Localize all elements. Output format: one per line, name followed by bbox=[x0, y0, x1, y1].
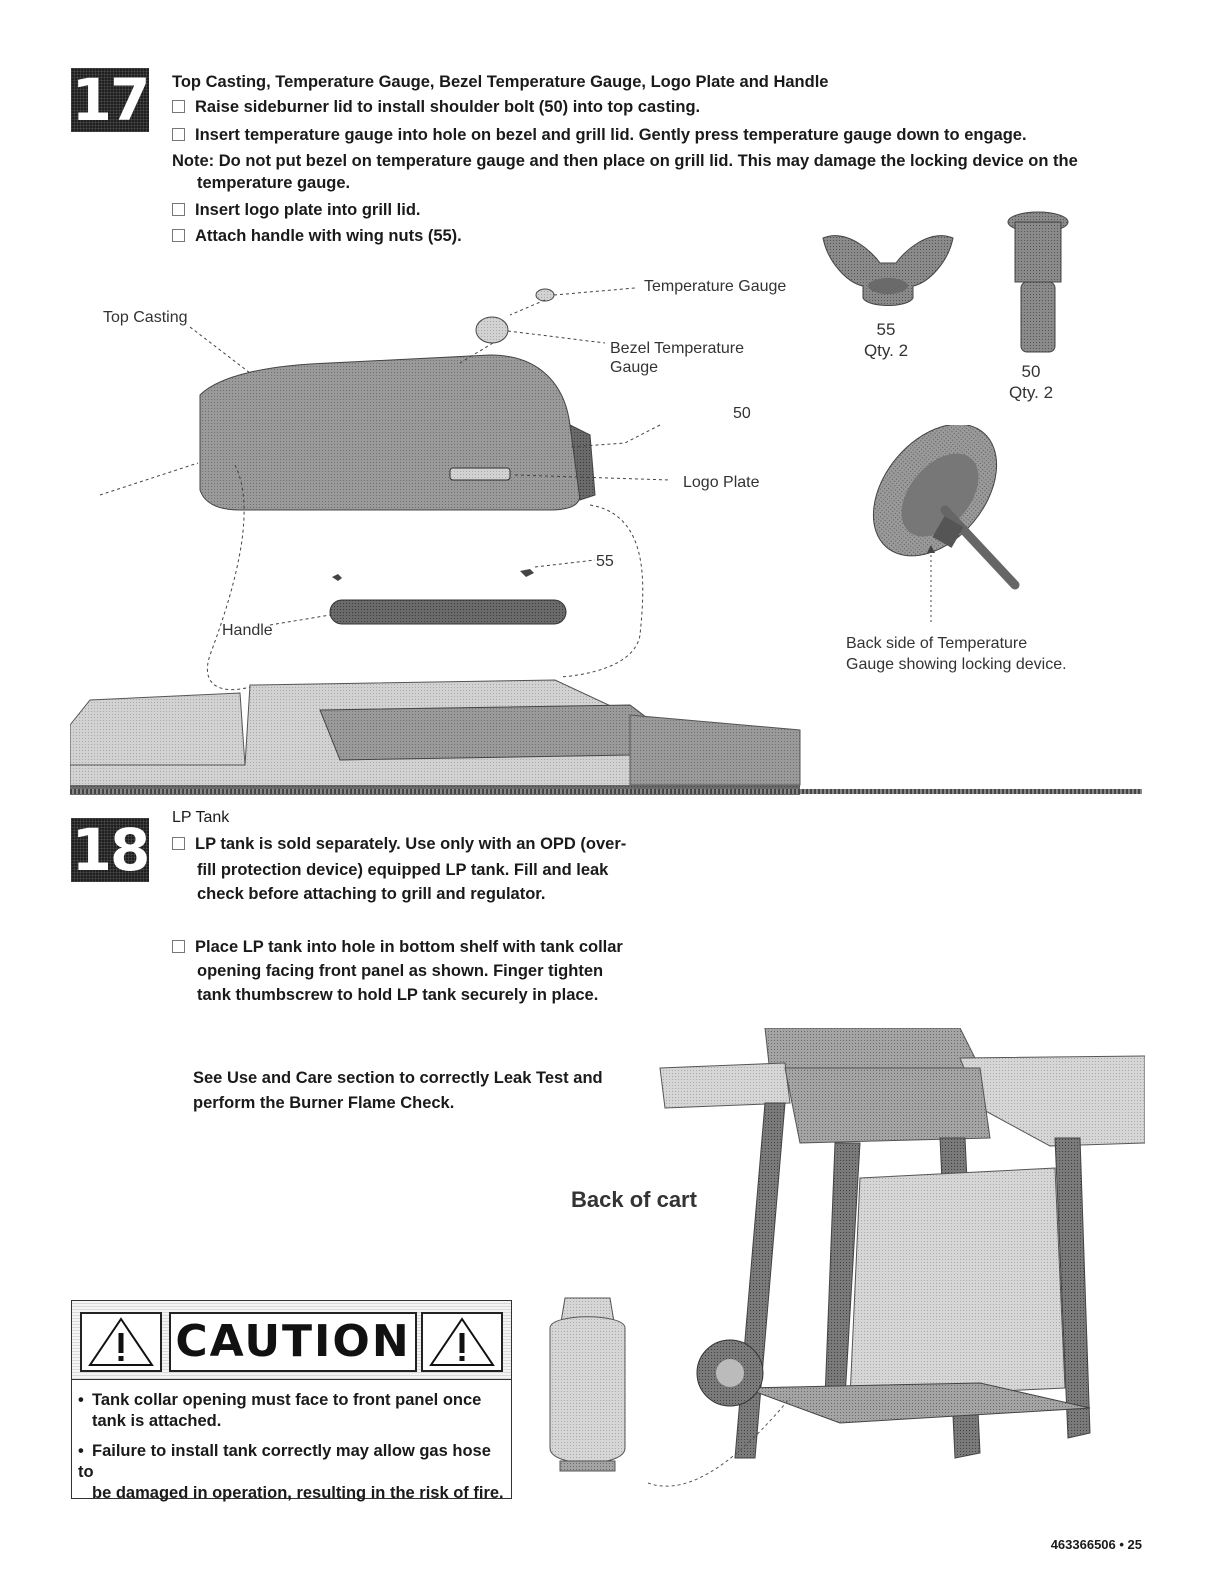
step-17-title: Top Casting, Temperature Gauge, Bezel Te… bbox=[172, 73, 829, 91]
grill-lid-assembly-diagram bbox=[70, 287, 801, 795]
callout-top-casting: Top Casting bbox=[103, 309, 188, 326]
step-17-item-4: Attach handle with wing nuts (55). bbox=[172, 226, 462, 246]
callout-part-55: 55 bbox=[596, 553, 614, 570]
callout-handle: Handle bbox=[222, 622, 273, 639]
checkbox-icon[interactable] bbox=[172, 229, 185, 242]
bullet-icon: • bbox=[78, 1442, 84, 1460]
lp-tank-shape bbox=[549, 1297, 626, 1472]
caution-box: CAUTION •Tank collar opening must face t… bbox=[71, 1300, 512, 1502]
caution-header: CAUTION bbox=[72, 1301, 511, 1380]
bullet-icon: • bbox=[78, 1391, 84, 1409]
checkbox-icon[interactable] bbox=[172, 203, 185, 216]
callout-part-50: 50 bbox=[733, 405, 751, 422]
step-18-title: LP Tank bbox=[172, 809, 230, 826]
see-use-and-care-line-2: perform the Burner Flame Check. bbox=[193, 1094, 455, 1112]
wing-nut-icon bbox=[822, 235, 954, 306]
see-use-and-care-line-1: See Use and Care section to correctly Le… bbox=[193, 1069, 603, 1087]
caution-bullet-2: •Failure to install tank correctly may a… bbox=[78, 1442, 504, 1502]
checkbox-icon[interactable] bbox=[172, 837, 185, 850]
part-50-number: 50 bbox=[1021, 362, 1041, 381]
wing-nut-shape bbox=[332, 574, 342, 581]
step-17-note-line-1: Note: Do not put bezel on temperature ga… bbox=[172, 152, 1078, 170]
step-18-item-1: LP tank is sold separately. Use only wit… bbox=[172, 834, 626, 854]
grill-lid-shape bbox=[199, 354, 581, 511]
step-17-number: 17 bbox=[71, 66, 150, 134]
checkbox-icon[interactable] bbox=[172, 100, 185, 113]
section-divider bbox=[70, 789, 1142, 794]
logo-plate-shape bbox=[449, 467, 511, 481]
shoulder-bolt-icon bbox=[1007, 211, 1069, 353]
part-55-qty: Qty. 2 bbox=[863, 341, 909, 360]
step-17-item-2: Insert temperature gauge into hole on be… bbox=[172, 125, 1027, 145]
step-17-item-3: Insert logo plate into grill lid. bbox=[172, 200, 421, 220]
callout-temperature-gauge: Temperature Gauge bbox=[644, 278, 787, 295]
temperature-gauge-shape bbox=[535, 288, 555, 302]
warning-triangle-right-icon bbox=[421, 1312, 503, 1372]
step-17-note-line-2: temperature gauge. bbox=[197, 174, 351, 192]
callout-bezel-line-2: Gauge bbox=[610, 359, 659, 376]
callout-bezel-line-1: Bezel Temperature bbox=[610, 340, 744, 357]
step-18-item-2-line-3: tank thumbscrew to hold LP tank securely… bbox=[197, 986, 599, 1004]
page-number: 463366506 • 25 bbox=[1050, 1537, 1142, 1552]
gauge-caption-line-1: Back side of Temperature bbox=[846, 635, 1028, 652]
back-of-cart-label: Back of cart bbox=[571, 1187, 697, 1212]
step-18-item-1-line-2: fill protection device) equipped LP tank… bbox=[197, 861, 609, 879]
step-18-item-2: Place LP tank into hole in bottom shelf … bbox=[172, 937, 623, 957]
wing-nut-shape bbox=[520, 569, 534, 577]
checkbox-icon[interactable] bbox=[172, 128, 185, 141]
step-18-item-2-line-2: opening facing front panel as shown. Fin… bbox=[197, 962, 604, 980]
step-18-item-1-line-3: check before attaching to grill and regu… bbox=[197, 885, 546, 903]
handle-shape bbox=[329, 599, 567, 625]
checkbox-icon[interactable] bbox=[172, 940, 185, 953]
caution-word: CAUTION bbox=[169, 1312, 417, 1372]
temperature-gauge-back-icon bbox=[872, 425, 1020, 625]
step-17-item-1: Raise sideburner lid to install shoulder… bbox=[172, 97, 700, 117]
bezel-shape bbox=[475, 316, 509, 344]
callout-logo-plate: Logo Plate bbox=[683, 474, 760, 491]
step-18-number: 18 bbox=[71, 816, 150, 884]
part-50-qty: Qty. 2 bbox=[1008, 383, 1054, 402]
part-55-number: 55 bbox=[876, 320, 896, 339]
grill-cart-diagram bbox=[549, 1028, 1145, 1487]
gauge-caption-line-2: Gauge showing locking device. bbox=[846, 656, 1067, 673]
caution-bullet-1: •Tank collar opening must face to front … bbox=[78, 1391, 482, 1430]
warning-triangle-left-icon bbox=[80, 1312, 162, 1372]
